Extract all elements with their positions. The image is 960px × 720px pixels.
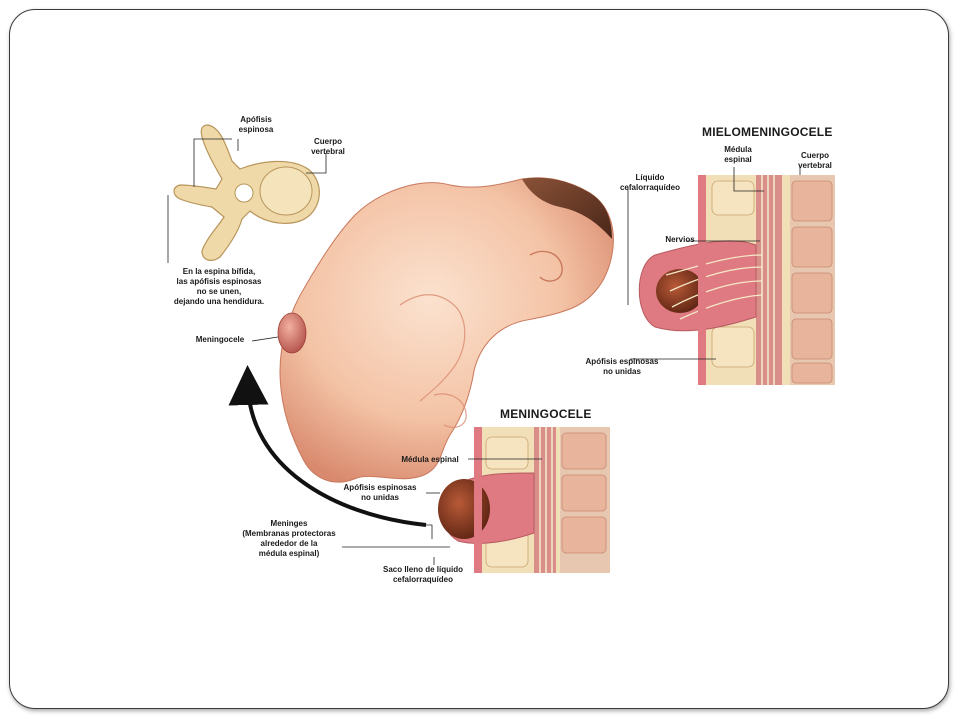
spina-bifida-figure: MIELOMENINGOCELE MENINGOCELE Apófisis es… xyxy=(150,95,850,615)
label-meningo-unfused-processes: Apófisis espinosas no unidas xyxy=(343,483,417,502)
meningocele-illustration xyxy=(438,427,610,573)
label-myelo-spinal-cord: Médula espinal xyxy=(724,145,752,164)
myelo-leaders xyxy=(627,167,801,360)
label-vertebral-body: Cuerpo vertebral xyxy=(311,137,345,156)
label-spinous-process: Apófisis espinosa xyxy=(238,115,274,134)
myelomeningocele-title: MIELOMENINGOCELE xyxy=(702,125,833,139)
label-meningocele-bump: Meningocele xyxy=(195,335,245,344)
figure-artwork xyxy=(167,124,835,573)
label-meningo-spinal-cord: Médula espinal xyxy=(401,455,459,464)
baby-illustration xyxy=(277,177,614,483)
label-meningo-csf-sac: Saco lleno de líquido cefalorraquídeo xyxy=(382,565,463,584)
curved-arrow xyxy=(228,365,427,527)
label-myelo-unfused-processes: Apófisis espinosas no unidas xyxy=(585,357,659,376)
vertebra-leaders xyxy=(167,138,327,263)
label-spina-bifida-note: En la espina bífida, las apófisis espino… xyxy=(173,267,265,306)
label-meningo-meninges: Meninges (Membranas protectoras alrededo… xyxy=(242,519,336,558)
myelomeningocele-illustration xyxy=(638,175,835,385)
label-myelo-csf: Líquido cefalorraquídeo xyxy=(619,173,680,192)
label-myelo-vertebral-body: Cuerpo vertebral xyxy=(798,151,832,170)
meningo-leaders xyxy=(342,458,542,565)
label-myelo-nerves: Nervios xyxy=(665,235,695,244)
meningocele-title: MENINGOCELE xyxy=(500,407,592,421)
vertebra-illustration xyxy=(173,124,320,261)
meningocele-leader xyxy=(251,336,279,342)
